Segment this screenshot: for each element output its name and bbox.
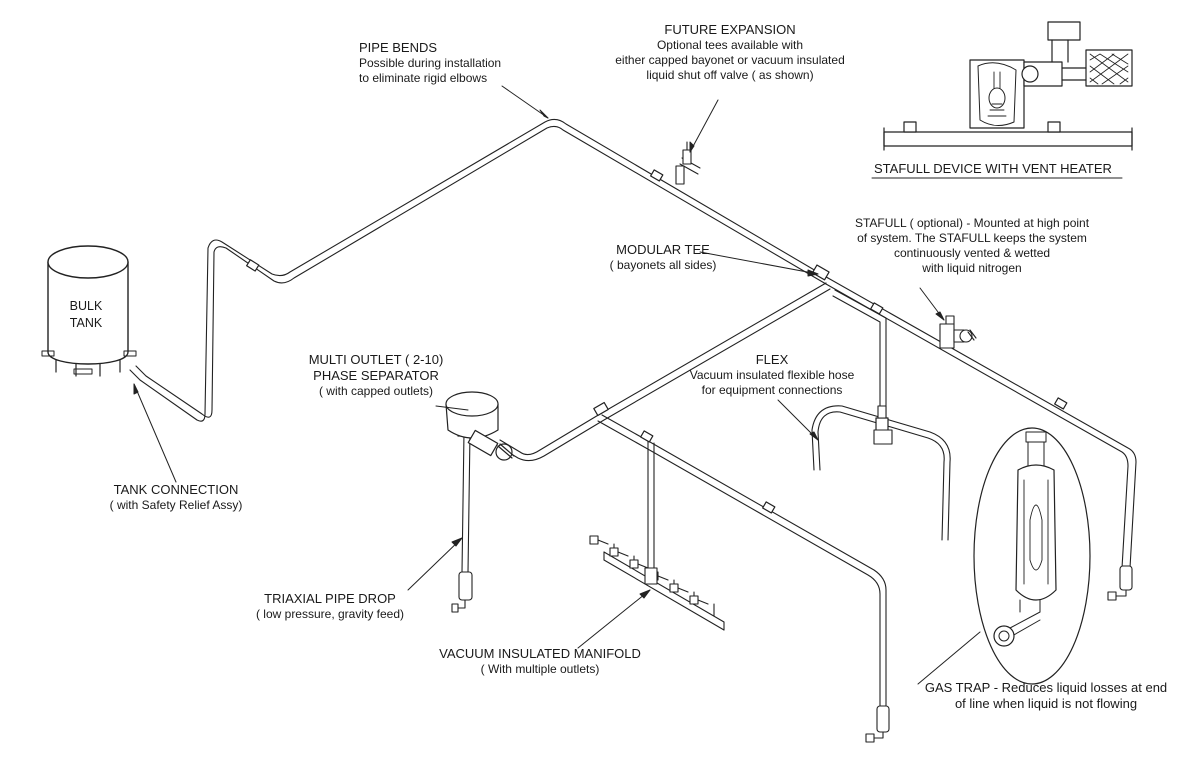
pipe-bends-label: PIPE BENDS Possible during installation …	[359, 40, 501, 86]
future-expansion-title: FUTURE EXPANSION	[664, 22, 796, 37]
flex-line: Vacuum insulated flexible hose	[689, 368, 855, 382]
multi-outlet-label: MULTI OUTLET ( 2-10) PHASE SEPARATOR ( w…	[309, 352, 444, 399]
flex-label: FLEX Vacuum insulated flexible hose for …	[690, 352, 855, 398]
gas-trap-line: GAS TRAP - Reduces liquid losses at end	[924, 680, 1168, 695]
stafull-on-line	[939, 315, 977, 349]
multi-outlet-line: MULTI OUTLET ( 2-10)	[308, 352, 444, 367]
modular-tee-label: MODULAR TEE ( bayonets all sides)	[610, 242, 717, 273]
bulk-tank-label-line: BULK	[69, 299, 103, 313]
gas-trap-detail	[973, 427, 1091, 685]
phase-separator	[445, 391, 515, 461]
tank-connection-title: TANK CONNECTION	[113, 482, 239, 497]
pipe-bends-line: Possible during installation	[359, 56, 502, 70]
main-pipe-runs	[129, 118, 1137, 711]
future-expansion-line: either capped bayonet or vacuum insulate…	[615, 53, 845, 67]
bottom-drop	[865, 705, 890, 743]
stafull-device-label: STAFULL DEVICE WITH VENT HEATER	[874, 161, 1112, 176]
triaxial-pipe-drop-label: TRIAXIAL PIPE DROP ( low pressure, gravi…	[256, 591, 404, 622]
bulk-tank	[41, 245, 137, 377]
flex-line: for equipment connections	[701, 383, 843, 397]
vacuum-manifold-title: VACUUM INSULATED MANIFOLD	[439, 646, 641, 661]
multi-outlet-line: ( with capped outlets)	[318, 384, 434, 398]
stafull-label: STAFULL ( optional) - Mounted at high po…	[855, 216, 1089, 276]
future-expansion-line: liquid shut off valve ( as shown)	[646, 68, 814, 82]
tank-connection-label: TANK CONNECTION ( with Safety Relief Ass…	[110, 482, 243, 513]
flex-title: FLEX	[755, 352, 789, 367]
pipe-bends-line: to eliminate rigid elbows	[359, 71, 488, 85]
stafull-line: continuously vented & wetted	[893, 246, 1051, 260]
future-expansion-valve	[675, 141, 692, 185]
stafull-line: STAFULL ( optional) - Mounted at high po…	[854, 216, 1090, 230]
bulk-tank-label-line: TANK	[69, 316, 103, 330]
tank-connection-line: ( with Safety Relief Assy)	[109, 498, 243, 512]
gas-trap-line: of line when liquid is not flowing	[954, 696, 1138, 711]
modular-tee-line: ( bayonets all sides)	[609, 258, 717, 272]
stafull-line: of system. The STAFULL keeps the system	[857, 231, 1087, 245]
modular-tee-title: MODULAR TEE	[616, 242, 710, 257]
vacuum-manifold-line: ( With multiple outlets)	[480, 662, 600, 676]
flex-drop-valve	[873, 405, 893, 445]
vacuum-manifold	[589, 535, 725, 631]
stafull-line: with liquid nitrogen	[922, 261, 1022, 275]
triaxial-pipe-drop-title: TRIAXIAL PIPE DROP	[264, 591, 396, 606]
future-expansion-label: FUTURE EXPANSION Optional tees available…	[615, 22, 844, 83]
triaxial-drop-end	[451, 571, 473, 613]
triaxial-pipe-drop-line: ( low pressure, gravity feed)	[255, 607, 405, 621]
bulk-tank-label: BULK TANK	[55, 298, 117, 332]
multi-outlet-line: PHASE SEPARATOR	[313, 368, 439, 383]
future-expansion-line: Optional tees available with	[656, 38, 804, 52]
gas-trap-label: GAS TRAP - Reduces liquid losses at end …	[925, 680, 1167, 712]
leader-lines	[133, 85, 981, 685]
vacuum-manifold-label: VACUUM INSULATED MANIFOLD ( With multipl…	[439, 646, 641, 677]
stafull-device-illustration	[883, 21, 1133, 151]
pipe-bends-title: PIPE BENDS	[359, 40, 438, 55]
end-of-line-drop	[1107, 565, 1133, 601]
